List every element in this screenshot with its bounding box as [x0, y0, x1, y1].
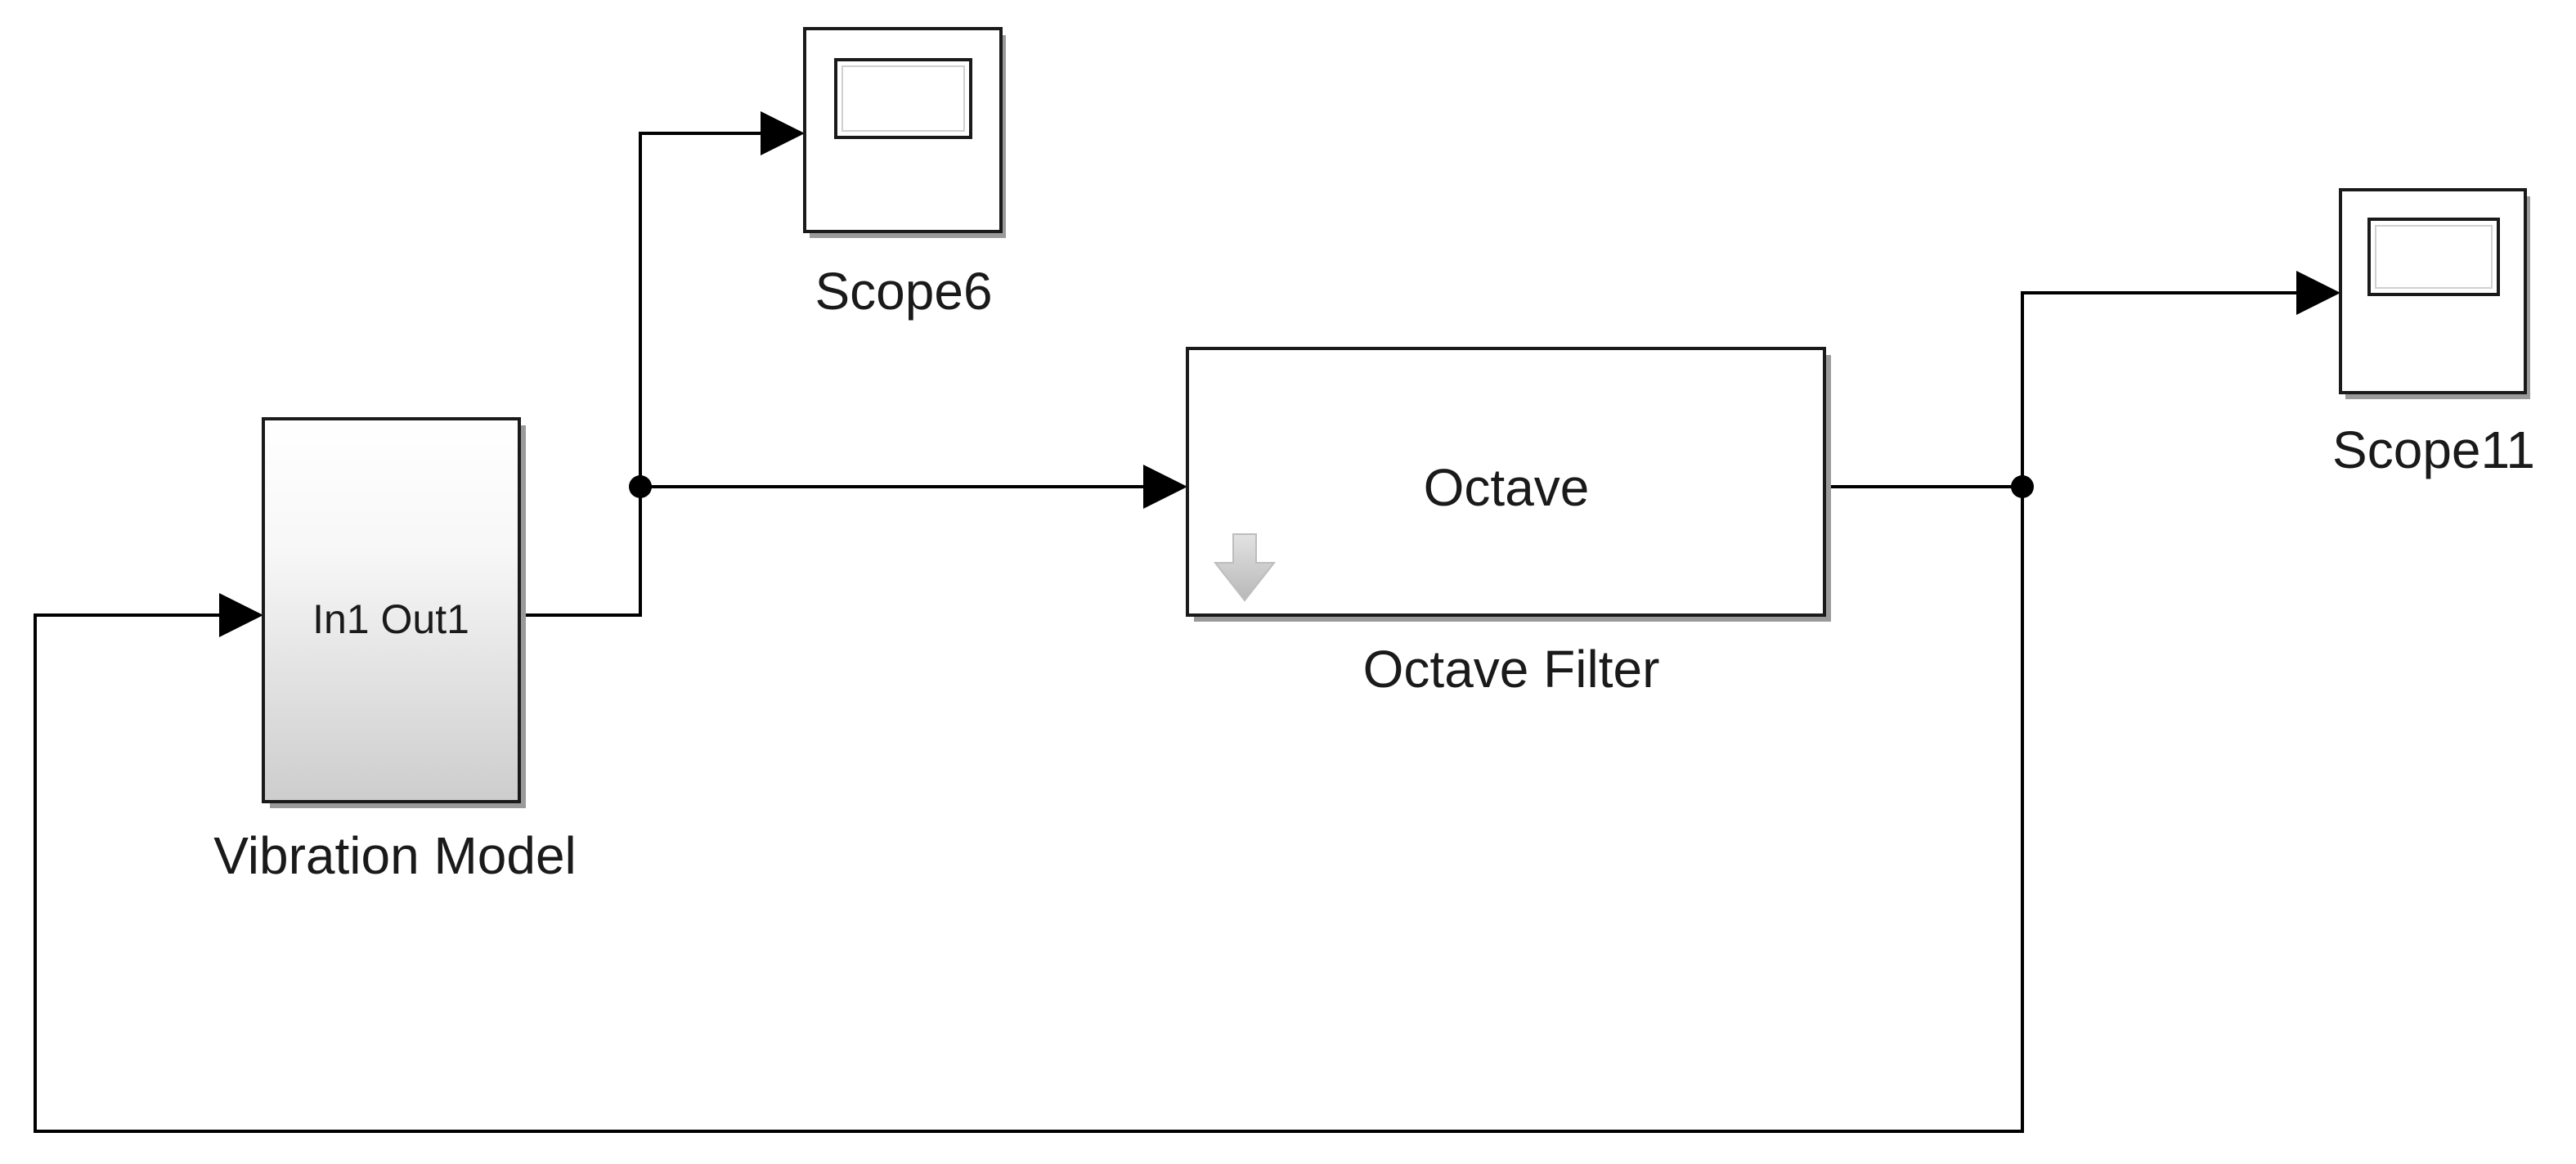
scope-screen-icon [834, 58, 972, 139]
vibration-model-ports: In1 Out1 [312, 596, 469, 642]
arrowhead-scope11 [2296, 271, 2340, 315]
arrowhead-in1 [219, 593, 263, 637]
scope-screen-icon [2367, 218, 2500, 296]
scope11-block[interactable] [2339, 188, 2530, 399]
octave-filter-block[interactable]: Octave [1186, 347, 1831, 622]
down-arrow-icon [1213, 533, 1277, 602]
branch-point-1 [629, 475, 652, 498]
feedback-line[interactable] [34, 485, 2024, 1133]
scope6-label: Scope6 [815, 262, 992, 321]
octave-filter-title: Octave [1424, 458, 1590, 517]
vibration-model-block[interactable]: In1 Out1 [262, 417, 526, 808]
arrowhead-scope6 [761, 111, 805, 155]
scope6-block[interactable] [803, 27, 1006, 238]
signal-line-out1-to-junction[interactable] [524, 485, 642, 617]
arrowhead-octave-filter [1143, 465, 1187, 509]
vibration-model-label: Vibration Model [213, 826, 577, 885]
signal-line-to-scope6[interactable] [639, 132, 762, 488]
scope11-label: Scope11 [2332, 420, 2535, 479]
octave-filter-label: Octave Filter [1363, 640, 1660, 699]
branch-point-2 [2011, 475, 2034, 498]
signal-line-to-scope11[interactable] [2021, 291, 2298, 488]
